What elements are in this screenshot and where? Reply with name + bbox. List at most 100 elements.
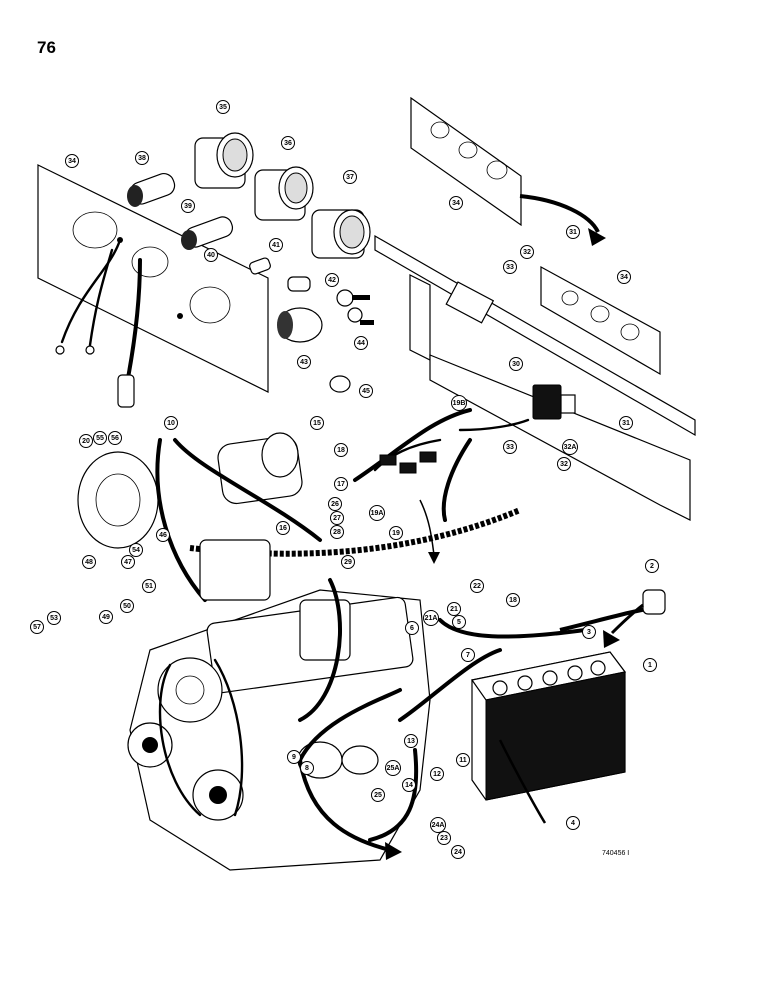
callout-label: 22 — [473, 583, 481, 590]
nut-45 — [329, 375, 351, 393]
callout-31: 31 — [619, 416, 633, 430]
callout-circle — [385, 760, 401, 776]
callout-circle — [359, 384, 373, 398]
callout-label: 45 — [362, 388, 370, 395]
callout-26: 26 — [328, 497, 342, 511]
callout-label: 7 — [466, 652, 470, 659]
panel-34-lower — [540, 265, 661, 376]
callout-19a: 19A — [369, 505, 385, 521]
callout-circle — [269, 238, 283, 252]
callout-label: 41 — [272, 242, 280, 249]
callout-label: 53 — [50, 615, 58, 622]
keys-44 — [336, 289, 374, 325]
callout-circle — [216, 100, 230, 114]
callout-circle — [456, 753, 470, 767]
callout-circle — [430, 817, 446, 833]
callout-circle — [300, 761, 314, 775]
callout-circle — [354, 336, 368, 350]
callout-label: 6 — [410, 625, 414, 632]
callout-circle — [405, 621, 419, 635]
callout-circle — [461, 648, 475, 662]
callout-label: 19 — [392, 530, 400, 537]
callout-circle — [142, 579, 156, 593]
callout-label: 24A — [432, 822, 445, 829]
callout-circle — [281, 136, 295, 150]
callout-47: 47 — [121, 555, 135, 569]
callout-21: 21 — [447, 602, 461, 616]
callout-34: 34 — [617, 270, 631, 284]
callout-label: 26 — [331, 501, 339, 508]
callout-24a: 24A — [430, 817, 446, 833]
callout-29: 29 — [341, 555, 355, 569]
callout-label: 25A — [387, 765, 400, 772]
callout-label: 38 — [138, 155, 146, 162]
callout-39: 39 — [181, 199, 195, 213]
callout-circle — [470, 579, 484, 593]
starter-motor — [217, 432, 303, 505]
callout-circle — [503, 260, 517, 274]
callout-label: 19B — [453, 400, 466, 407]
callout-circle — [451, 845, 465, 859]
callout-circle — [325, 273, 339, 287]
callout-label: 29 — [344, 559, 352, 566]
callout-14: 14 — [402, 778, 416, 792]
callout-circle — [645, 559, 659, 573]
callout-circle — [82, 555, 96, 569]
callout-circle — [129, 543, 143, 557]
callout-label: 1 — [648, 662, 652, 669]
callout-6: 6 — [405, 621, 419, 635]
callout-54: 54 — [129, 543, 143, 557]
ignition-switch-43 — [277, 307, 323, 343]
callout-label: 34 — [452, 200, 460, 207]
callout-45: 45 — [359, 384, 373, 398]
callout-circle — [120, 599, 134, 613]
callout-circle — [404, 734, 418, 748]
callout-circle — [30, 620, 44, 634]
switch-39 — [181, 216, 234, 250]
callout-circle — [287, 750, 301, 764]
callout-circle — [181, 199, 195, 213]
callout-circle — [506, 593, 520, 607]
callout-23: 23 — [437, 831, 451, 845]
callout-circle — [643, 658, 657, 672]
callout-24: 24 — [451, 845, 465, 859]
callout-label: 24 — [454, 849, 462, 856]
callout-label: 30 — [512, 361, 520, 368]
callout-56: 56 — [108, 431, 122, 445]
callout-circle — [276, 521, 290, 535]
callout-7: 7 — [461, 648, 475, 662]
callout-circle — [562, 439, 578, 455]
callout-circle — [520, 245, 534, 259]
callout-label: 54 — [132, 547, 140, 554]
callout-circle — [47, 611, 61, 625]
callout-label: 15 — [313, 420, 321, 427]
callout-circle — [437, 831, 451, 845]
callout-label: 56 — [111, 435, 119, 442]
callout-label: 35 — [219, 104, 227, 111]
callout-circle — [108, 431, 122, 445]
callout-label: 36 — [284, 140, 292, 147]
callout-label: 33 — [506, 264, 514, 271]
engine-block — [127, 539, 431, 871]
callout-label: 17 — [337, 481, 345, 488]
callout-27: 27 — [330, 511, 344, 525]
relay-30 — [532, 384, 576, 420]
callout-label: 57 — [33, 624, 41, 631]
callout-label: 32A — [564, 444, 577, 451]
callout-label: 55 — [96, 435, 104, 442]
callout-label: 14 — [405, 782, 413, 789]
callout-circle — [503, 440, 517, 454]
callout-22: 22 — [470, 579, 484, 593]
callout-10: 10 — [164, 416, 178, 430]
callout-label: 32 — [523, 249, 531, 256]
callout-25a: 25A — [385, 760, 401, 776]
battery — [470, 651, 627, 824]
frame-rail — [374, 234, 696, 521]
callout-circle — [582, 625, 596, 639]
callout-35: 35 — [216, 100, 230, 114]
callout-label: 11 — [459, 757, 467, 764]
callout-19: 19 — [389, 526, 403, 540]
callout-label: 31 — [622, 420, 630, 427]
callout-circle — [164, 416, 178, 430]
